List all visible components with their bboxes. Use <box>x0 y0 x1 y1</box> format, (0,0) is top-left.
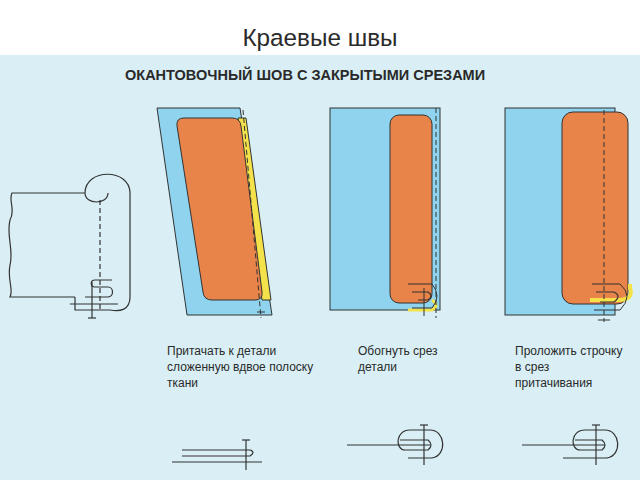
step-caption: Проложить строчку в срез притачивания <box>515 343 627 392</box>
step-three-figure <box>505 108 631 322</box>
step-caption: Обогнуть срез детали <box>358 343 468 375</box>
section-schemes <box>172 425 618 470</box>
page-title: Краевые швы <box>0 22 640 55</box>
binding-sketch <box>9 174 130 318</box>
step-two-figure <box>330 108 440 318</box>
step-caption: Притачать к детали сложенную вдвое полос… <box>167 343 317 392</box>
section-heading: ОКАНТОВОЧНЫЙ ШОВ С ЗАКРЫТЫМИ СРЕЗАМИ <box>125 66 605 86</box>
step-one-figure <box>157 108 272 318</box>
panel-ground <box>0 55 640 480</box>
